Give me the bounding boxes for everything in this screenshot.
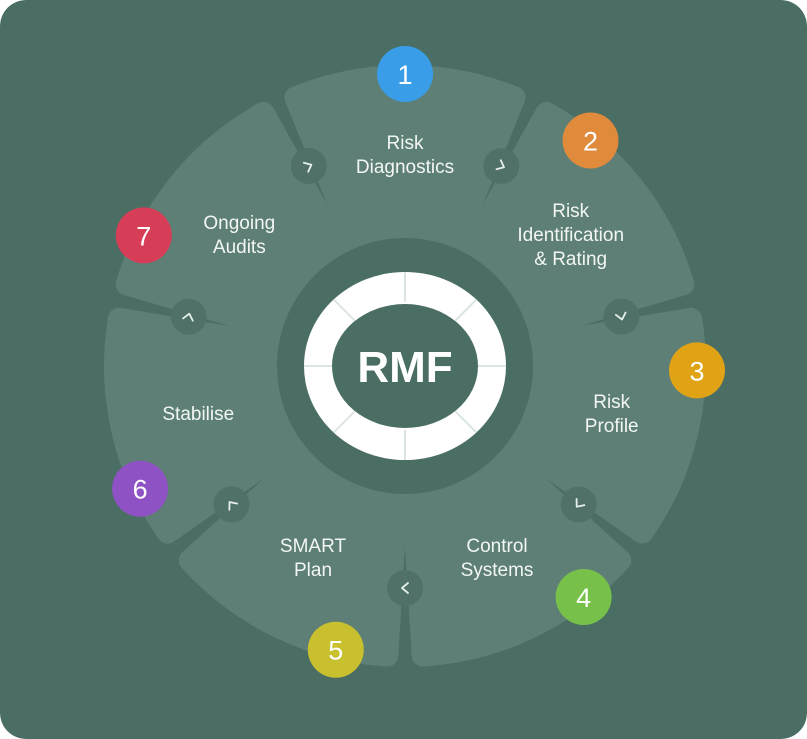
step-badge-1: 1 [377,46,433,102]
step-label-line: Ongoing [203,213,275,234]
step-label-line: Control [466,536,527,557]
step-badge-4: 4 [555,569,612,625]
badge-circle [377,46,433,102]
badge-number: 6 [133,475,148,505]
badge-number: 3 [689,356,704,386]
badge-circle [562,112,619,169]
hub-arrow-divider [454,410,478,434]
step-label-5: SMART Plan [280,536,347,581]
center-hub: RMF [277,238,533,494]
step-label-line: Risk [552,201,589,222]
connector-chevron-icon [560,486,597,523]
connector-chevron-icon [290,148,327,184]
connectors-group [170,148,640,606]
badge-circle [115,207,172,264]
step-badge-2: 2 [562,112,619,169]
badge-number: 4 [576,583,591,613]
hub-arrow-divider [332,298,356,322]
hub-arrow-divider [454,298,478,322]
step-label-line: Profile [585,416,639,437]
step-badge-7: 7 [115,207,172,264]
step-label-line: Identification [517,225,624,246]
step-label-line: Plan [294,560,332,581]
center-title: RMF [357,343,452,392]
connector-chevron-icon [387,570,423,606]
step-label-line: Risk [387,133,424,154]
hub-arrow-divider [332,410,356,434]
connector-chevron-icon [170,298,207,335]
connector-chevron-icon [603,298,640,335]
badge-circle [555,569,612,625]
badge-number: 5 [328,636,343,666]
step-label-6: Stabilise [162,404,234,425]
step-label-line: Risk [593,392,630,413]
step-badge-5: 5 [307,621,364,678]
badge-number: 1 [397,60,412,90]
badge-circle [669,342,725,399]
step-label-line: Systems [461,560,534,581]
step-label-line: Diagnostics [356,157,454,178]
step-label-line: Stabilise [162,404,234,425]
badge-number: 2 [583,127,598,157]
step-badge-3: 3 [669,342,725,399]
step-badge-6: 6 [112,460,169,517]
step-label-line: & Rating [534,249,607,270]
badge-number: 7 [136,221,151,251]
hub-core [332,304,478,428]
step-label-line: Audits [213,237,266,258]
badge-circle [112,460,169,517]
badge-circle [307,621,364,678]
badges-group: 1 2 3 4 5 6 7 [112,46,725,678]
connector-chevron-icon [483,148,520,184]
segment-step-1 [284,64,526,257]
connector-chevron-icon [213,486,250,523]
step-label-line: SMART [280,536,347,557]
